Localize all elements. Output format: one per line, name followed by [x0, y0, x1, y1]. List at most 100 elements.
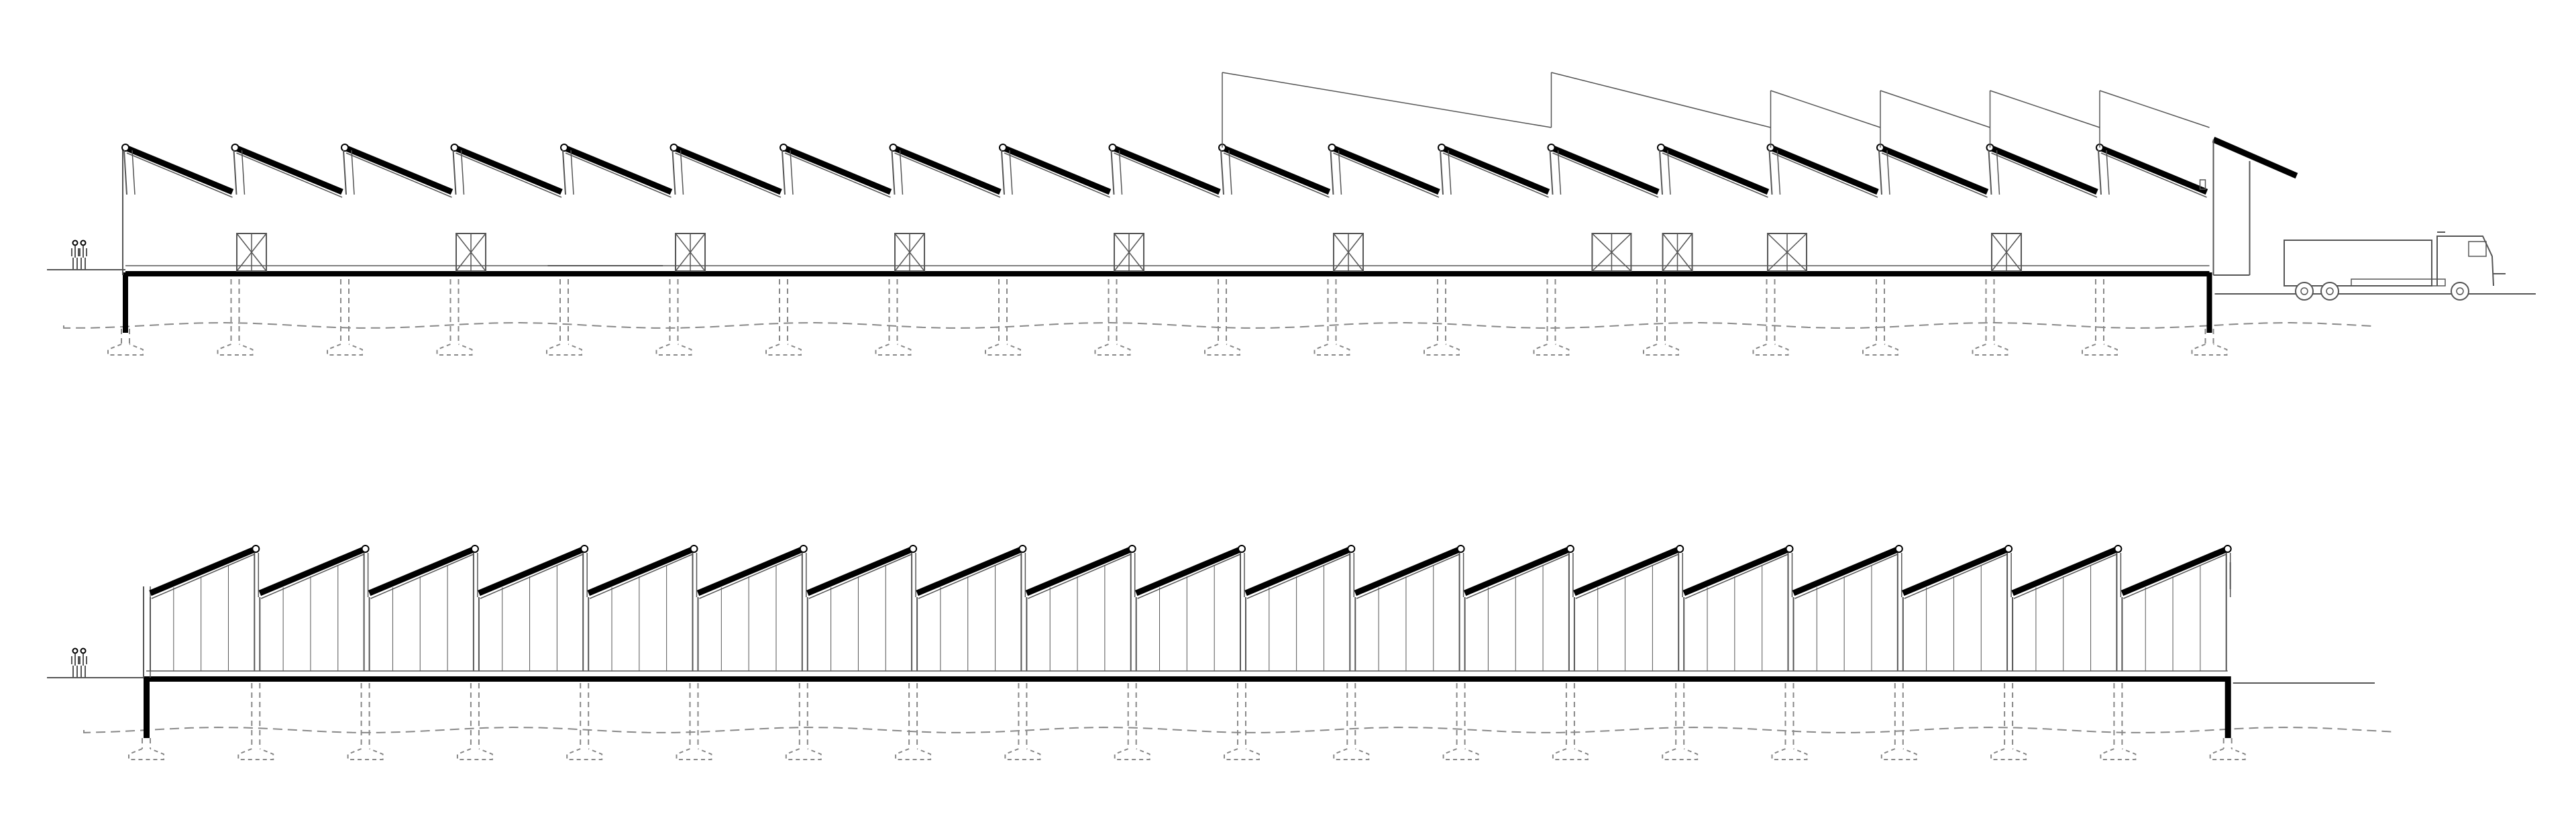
pile-footing — [107, 344, 144, 356]
pile-footing — [1662, 748, 1699, 760]
roof-underside — [1684, 554, 1788, 599]
roof-underside — [1223, 152, 1330, 198]
pile — [1114, 683, 1150, 760]
roof-panel — [672, 144, 782, 195]
clerestory-post — [1009, 150, 1013, 195]
pile-footing — [1333, 748, 1370, 760]
roof-underside — [918, 554, 1022, 599]
truck-chassis — [2351, 278, 2446, 287]
pile — [785, 683, 822, 760]
roof-bay — [1244, 545, 1356, 671]
pile — [1424, 279, 1460, 356]
roof-hinge — [2004, 545, 2013, 553]
roof-hinge — [341, 144, 349, 152]
pile-footing — [985, 344, 1021, 356]
pile-footing — [895, 748, 932, 760]
pile-footing — [1972, 344, 2008, 356]
pile — [107, 329, 144, 356]
roof-underside — [455, 152, 562, 198]
roof-panel — [1330, 144, 1440, 195]
pile — [985, 279, 1021, 356]
roof-underside — [2100, 152, 2207, 198]
pile-footing — [2209, 748, 2246, 760]
clerestory-post — [562, 150, 566, 195]
roof-bay — [560, 144, 673, 198]
pile — [1204, 279, 1240, 356]
clerestory-post — [241, 150, 246, 195]
pile — [676, 683, 712, 760]
clerestory-post — [570, 150, 574, 195]
pile — [237, 683, 274, 760]
truck-hub — [2300, 287, 2308, 295]
pile-footing — [1990, 748, 2027, 760]
pile-footing — [2191, 344, 2228, 356]
pile-footing — [546, 344, 582, 356]
roof-panel — [1879, 144, 1989, 195]
pile-footing — [2082, 344, 2118, 356]
pile-footing — [1224, 748, 1260, 760]
roof-bay — [149, 545, 260, 671]
person-head — [72, 647, 78, 654]
pile — [1752, 279, 1789, 356]
roof-bay — [2011, 545, 2123, 671]
water-line — [63, 321, 2372, 329]
pile — [347, 683, 384, 760]
end-wall-left — [144, 676, 150, 738]
pile — [1333, 683, 1370, 760]
pile-footing — [217, 344, 254, 356]
roof-hinge — [252, 545, 260, 553]
roof-hinge — [690, 545, 698, 553]
raised-outline-roof — [1222, 72, 1552, 128]
section-lower — [47, 545, 2392, 760]
roof-hinge — [2114, 545, 2123, 553]
roof-panel — [1354, 545, 1462, 596]
roof-underside — [1114, 152, 1220, 198]
roof-panel — [1134, 545, 1243, 596]
roof-hinge — [669, 144, 678, 152]
clerestory-post — [672, 150, 676, 195]
clerestory-post — [1110, 150, 1115, 195]
roof-panel — [2011, 545, 2120, 596]
roof-bay — [587, 545, 698, 671]
pile — [436, 279, 473, 356]
pile-footing — [436, 344, 473, 356]
pile — [1313, 279, 1350, 356]
roof-hinge — [799, 545, 808, 553]
roof-hinge — [1128, 545, 1136, 553]
roof-underside — [1881, 152, 1988, 198]
pile — [1533, 279, 1570, 356]
pile — [456, 683, 493, 760]
roof-underside — [589, 554, 693, 599]
roof-bay — [1902, 545, 2013, 671]
roof-bay — [1766, 144, 1879, 198]
roof-bay — [258, 545, 370, 671]
raised-outline-roof — [1770, 90, 1881, 128]
roof-underside — [1552, 152, 1659, 198]
roof-underside — [1466, 554, 1570, 599]
pile-footing — [1880, 748, 1917, 760]
truck-hub — [2326, 287, 2334, 295]
ventilator-unit — [1114, 233, 1145, 272]
clerestory-post — [1338, 150, 1342, 195]
roof-bay — [1682, 545, 1794, 671]
truck-hub — [2456, 287, 2464, 295]
roof-panel — [233, 144, 343, 195]
roof-hinge — [2223, 545, 2232, 553]
pile — [217, 279, 254, 356]
roof-panel — [1244, 545, 1353, 596]
clerestory-post — [1659, 150, 1663, 195]
roof-underside — [1662, 152, 1768, 198]
roof-bay — [2096, 144, 2208, 198]
roof-hinge — [231, 144, 239, 152]
pile — [546, 279, 582, 356]
clerestory-post — [1330, 150, 1334, 195]
roof-panel — [343, 144, 453, 195]
clerestory-post — [452, 150, 457, 195]
clerestory-post — [351, 150, 355, 195]
roof-panel — [892, 144, 1002, 195]
roof-underside — [1004, 152, 1110, 198]
pile — [566, 683, 603, 760]
roof-bay — [368, 545, 479, 671]
floor-slab — [125, 271, 2210, 276]
